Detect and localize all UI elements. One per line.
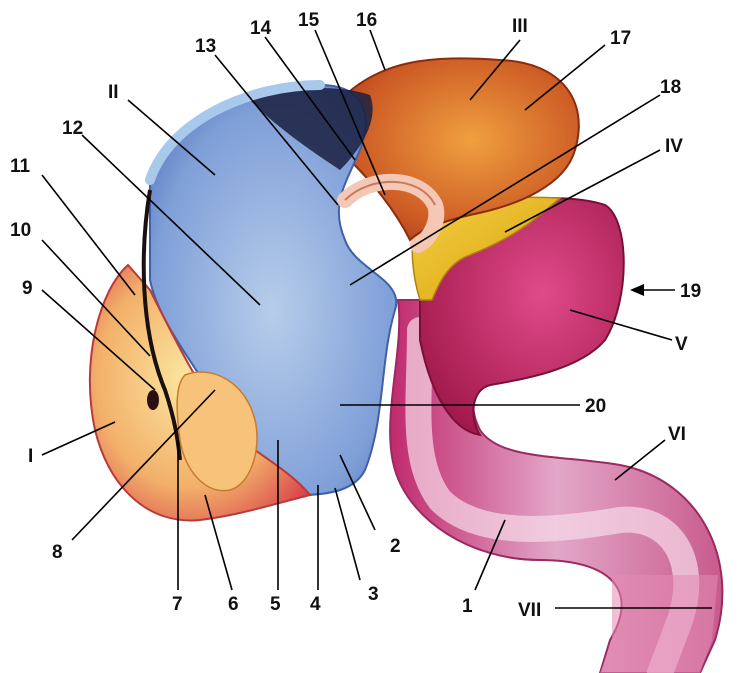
label-7: 7 xyxy=(172,594,183,615)
label-5: 5 xyxy=(270,594,281,615)
label-roman-V: V xyxy=(675,334,688,355)
label-3: 3 xyxy=(368,584,379,605)
label-14: 14 xyxy=(250,18,272,39)
label-roman-I: I xyxy=(28,446,33,467)
label-18: 18 xyxy=(660,77,681,98)
interventricular-foramen xyxy=(147,390,159,410)
label-6: 6 xyxy=(228,594,239,615)
label-roman-III: III xyxy=(512,16,528,37)
label-roman-VII: VII xyxy=(518,600,541,621)
label-roman-II: II xyxy=(108,82,119,103)
label-13: 13 xyxy=(195,36,216,57)
label-12: 12 xyxy=(62,118,83,139)
label-16: 16 xyxy=(356,10,377,31)
label-roman-VI: VI xyxy=(668,424,686,445)
label-15: 15 xyxy=(298,10,320,31)
label-9: 9 xyxy=(22,278,33,299)
label-2: 2 xyxy=(390,536,401,557)
label-1: 1 xyxy=(462,596,473,617)
label-roman-IV: IV xyxy=(665,136,683,157)
label-17: 17 xyxy=(610,28,631,49)
spinal-cord-lower-band xyxy=(600,575,718,673)
label-8: 8 xyxy=(52,542,63,563)
label-20: 20 xyxy=(585,396,606,417)
label-10: 10 xyxy=(10,220,31,241)
label-19: 19 xyxy=(680,281,701,302)
label-4: 4 xyxy=(310,594,321,615)
label-11: 11 xyxy=(10,156,31,177)
